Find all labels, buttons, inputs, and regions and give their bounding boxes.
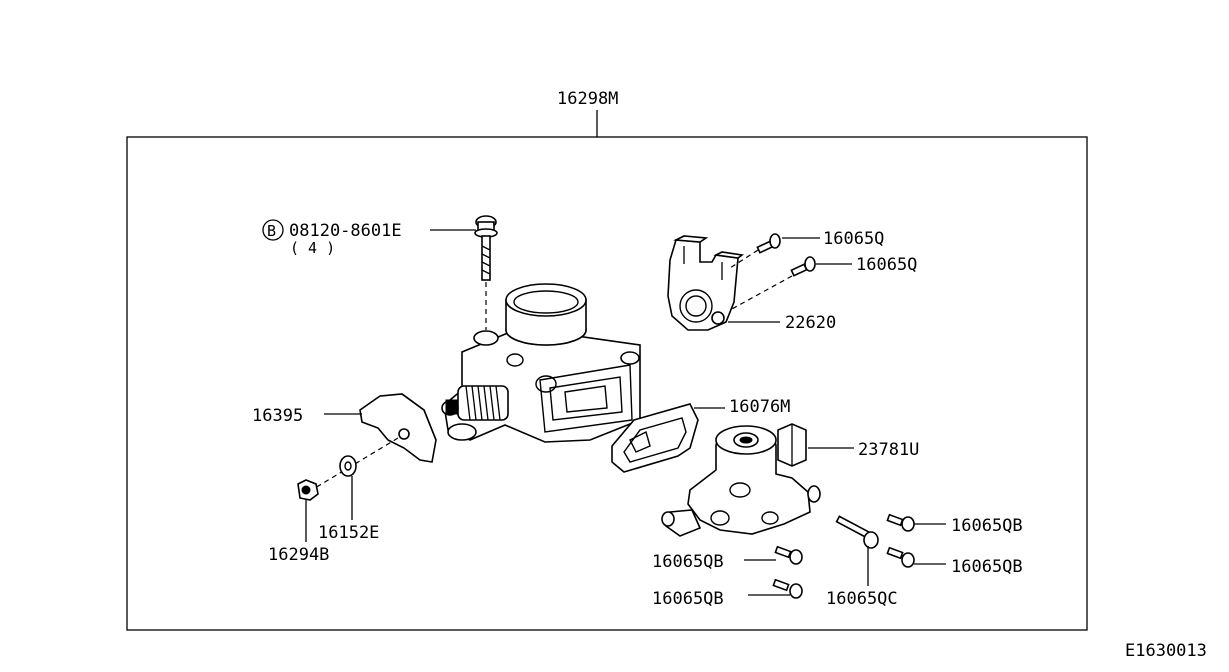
bolt-main-part (474, 215, 498, 281)
label-nut: 16294B (268, 545, 329, 565)
label-iacv: 23781U (858, 440, 919, 460)
label-iacv-screw-long: 16065QC (826, 589, 898, 609)
lever-part (359, 393, 437, 463)
label-lever: 16395 (252, 406, 303, 426)
label-iacv-screw-2: 16065QB (951, 557, 1023, 577)
iacv-screw-long-part (835, 515, 879, 549)
label-iacv-screw-1: 16065QB (951, 516, 1023, 536)
label-iacv-screw-3: 16065QB (652, 552, 724, 572)
label-tps-screw-2: 16065Q (856, 255, 917, 275)
bolt-symbol: B (262, 219, 284, 241)
label-gasket: 16076M (729, 397, 790, 417)
label-bolt-main: 08120-8601E (289, 221, 402, 241)
iacv-screw-3-part (774, 545, 803, 565)
label-bolt-qty: ( 4 ) (290, 239, 335, 257)
tps-screw-1-dash (729, 249, 759, 269)
tps-screw-1-part (756, 233, 781, 254)
assembly-frame (126, 136, 1088, 631)
iacv-screw-2-part (886, 546, 915, 568)
lever-dash (314, 437, 399, 489)
tps-screw-2-part (790, 256, 816, 277)
assembly-label: 16298M (557, 89, 618, 109)
washer-part (339, 455, 357, 477)
tps-sensor-part (667, 235, 745, 331)
gasket-part (611, 403, 699, 473)
iacv-screw-1-part (886, 513, 915, 532)
label-tps-screw-1: 16065Q (823, 229, 884, 249)
iacv-screw-4-part (772, 578, 803, 599)
throttle-body-part (441, 283, 641, 443)
iacv-part (661, 423, 821, 537)
tps-screw-2-dash (729, 275, 793, 311)
svg-text:B: B (267, 222, 276, 240)
label-washer: 16152E (318, 523, 379, 543)
figure-code: E1630013 (1125, 641, 1207, 661)
label-iacv-screw-4: 16065QB (652, 589, 724, 609)
label-tps-sensor: 22620 (785, 313, 836, 333)
nut-part (297, 479, 319, 501)
